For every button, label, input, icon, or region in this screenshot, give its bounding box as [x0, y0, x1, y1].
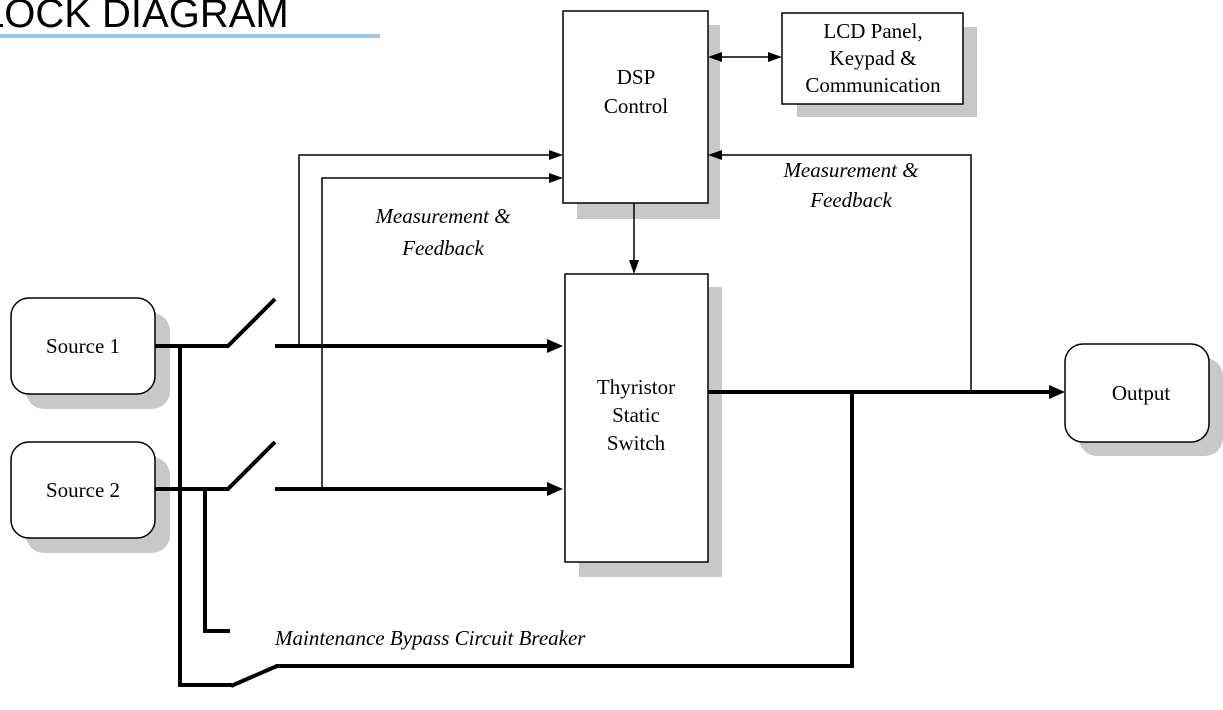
source2-feedback-line: [321, 177, 549, 489]
dsp-lcd-arrow-left: [708, 52, 722, 62]
source1-bypass-bus: [178, 346, 232, 687]
feedback-right-line2: Feedback: [809, 188, 892, 212]
bypass-return-line: [276, 392, 854, 668]
source1-label: Source 1: [46, 334, 120, 358]
output-feedback-line: [722, 154, 972, 392]
feedback-right-line1: Measurement &: [782, 158, 919, 182]
source2-feedback-arrow: [549, 173, 563, 183]
lcd-panel-block: [781, 12, 964, 105]
bypass-label: Maintenance Bypass Circuit Breaker: [274, 626, 586, 650]
thyristor-switch-block: [564, 273, 709, 563]
feedback-left-line1: Measurement &: [374, 204, 511, 228]
output-block: [1064, 343, 1210, 443]
source2-to-switch-arrow: [547, 482, 563, 496]
bypass-breaker-blade: [230, 664, 278, 688]
thyristor-label-line1: Thyristor: [597, 375, 675, 399]
dsp-lcd-arrow-right: [768, 52, 782, 62]
feedback-left-line2: Feedback: [401, 236, 484, 260]
dsp-label-line1: DSP: [617, 65, 656, 89]
source1-switch-blade: [225, 297, 277, 349]
output-label: Output: [1112, 381, 1171, 405]
source2-switch-blade: [225, 440, 277, 492]
thyristor-label-line3: Switch: [607, 431, 666, 455]
source1-feedback-line: [298, 154, 549, 345]
lcd-label-line3: Communication: [805, 73, 941, 97]
thyristor-label-line2: Static: [612, 403, 660, 427]
source1-feedback-arrow: [549, 150, 563, 160]
dsp-control-block: [562, 10, 709, 204]
dsp-to-switch-arrow: [629, 260, 639, 274]
source2-label: Source 2: [46, 478, 120, 502]
page-title: LOCK DIAGRAM: [0, 0, 289, 36]
source1-to-switch-arrow: [547, 339, 563, 353]
output-feedback-arrow: [708, 150, 722, 160]
source2-bypass-tap: [203, 489, 230, 633]
switch-to-output-arrow: [1049, 385, 1065, 399]
dsp-label-line2: Control: [604, 94, 668, 118]
lcd-label-line1: LCD Panel,: [823, 19, 922, 43]
lcd-label-line2: Keypad &: [830, 46, 917, 70]
